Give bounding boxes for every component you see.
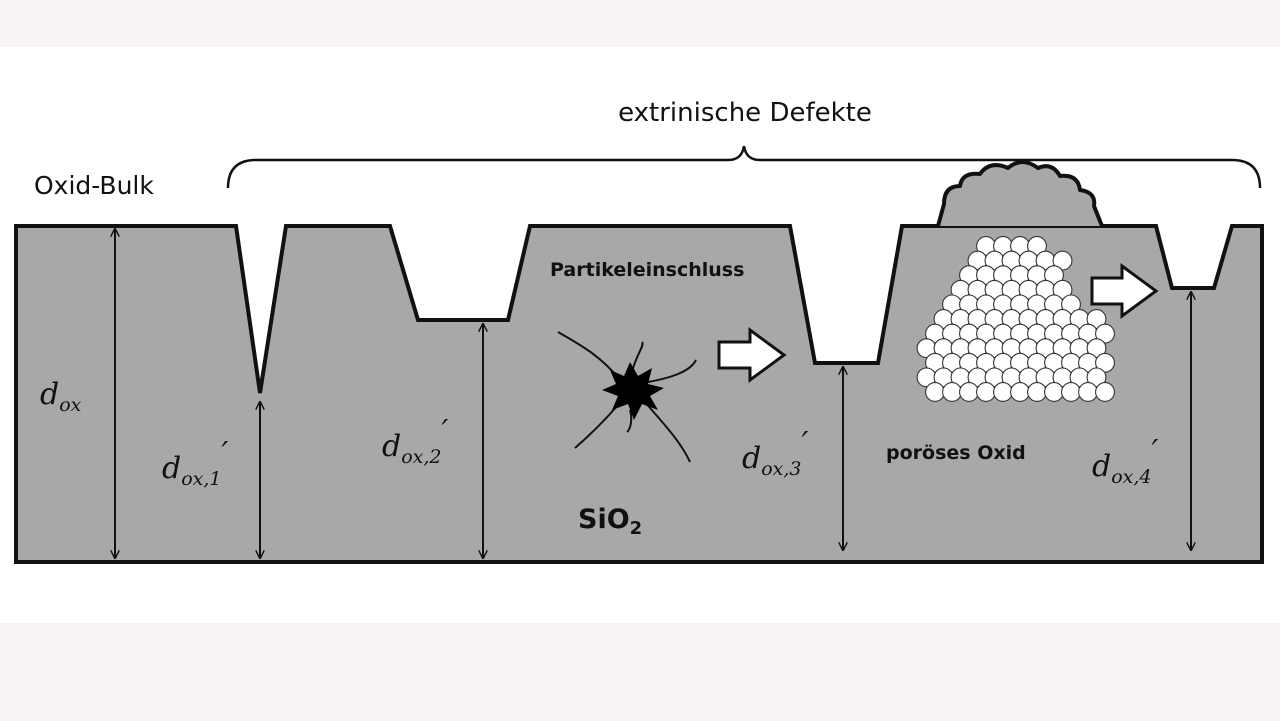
porous-sphere [1010,382,1030,402]
block-arrow-right-1 [717,327,787,383]
thickness-2-symbol: d [382,429,401,464]
porous-sphere [1044,382,1064,402]
thickness-3-prime: ′ [802,426,809,461]
defects-title: extrinische Defekte [618,98,872,128]
porous-oxide-cap [936,160,1104,227]
particle-inclusion-label: Partikeleinschluss [550,259,744,281]
thickness-1-symbol: d [162,451,181,486]
thickness-main-symbol: d [40,377,59,412]
thickness-label-4: dox,4′ [1092,434,1159,488]
oxide-bulk-label: Oxid-Bulk [34,171,154,200]
thickness-3-symbol: d [742,441,761,476]
porous-sphere [1052,279,1073,300]
thickness-label-2: dox,2′ [382,414,449,468]
porous-sphere [1027,382,1047,402]
thickness-4-sub: ox,4 [1111,466,1151,488]
thickness-3-sub: ox,3 [761,458,801,480]
porous-sphere [1086,309,1107,329]
porous-sphere [1061,294,1081,315]
porous-sphere [1044,265,1064,286]
porous-sphere [1027,236,1047,256]
particle-core [602,362,664,420]
material-sub: 2 [630,518,643,539]
porous-sphere [1095,323,1115,344]
particle-tendrils [557,331,697,463]
material-label: SiO2 [578,504,642,539]
porous-sphere [993,382,1013,402]
porous-sphere [976,382,996,402]
thickness-1-prime: ′ [222,436,229,471]
block-arrow-right-2 [1090,263,1159,319]
thickness-2-sub: ox,2 [401,446,441,468]
thickness-label-main: dox [40,377,82,416]
material-base: SiO [578,504,630,535]
thickness-2-prime: ′ [442,414,449,449]
thickness-1-sub: ox,1 [181,468,221,490]
thickness-label-1: dox,1′ [162,436,229,490]
thickness-label-3: dox,3′ [742,426,809,480]
thickness-4-symbol: d [1092,449,1111,484]
porous-sphere [1095,352,1115,373]
thickness-main-sub: ox [59,394,81,416]
porous-oxide-label: poröses Oxid [886,442,1026,464]
porous-sphere [959,382,979,402]
particle-inclusion [557,331,697,463]
defects-brace [226,145,1262,189]
porous-sphere [1078,382,1098,402]
porous-sphere [1061,382,1081,402]
porous-oxide-spheres [916,236,1115,402]
porous-sphere [1095,382,1115,402]
thickness-4-prime: ′ [1152,434,1159,469]
porous-sphere [1086,338,1107,359]
porous-sphere [925,382,945,402]
porous-sphere [942,382,962,402]
porous-sphere [1086,367,1107,388]
porous-sphere [1052,250,1073,271]
